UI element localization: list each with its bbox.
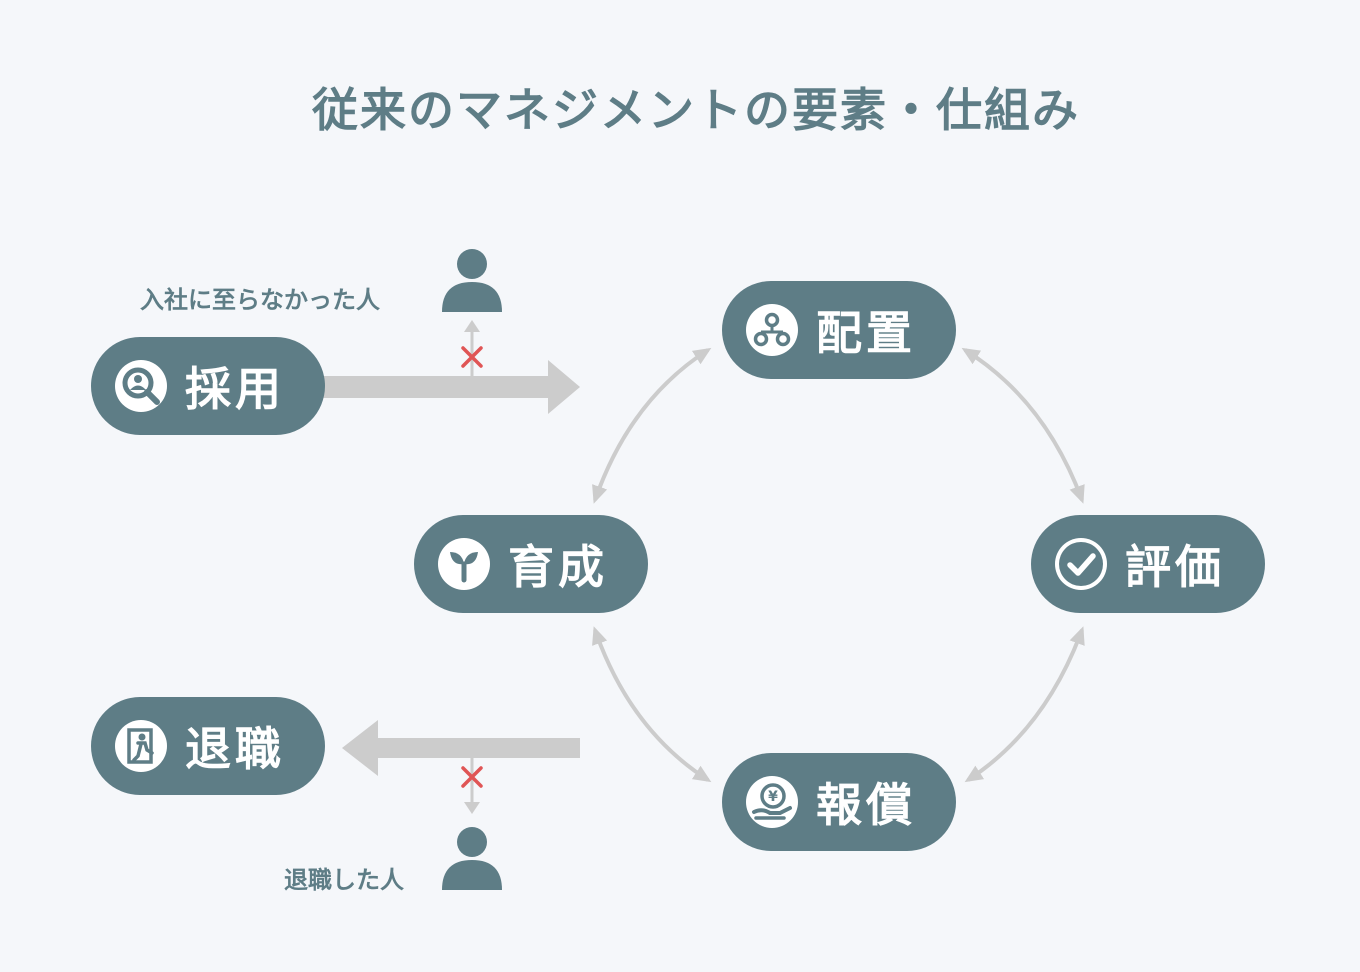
checkmark-icon [1055,538,1107,590]
not-joined-link [461,320,483,376]
not-joined-label: 入社に至らなかった人 [140,286,380,314]
node-hiring: 採用 [91,337,325,435]
node-evaluation: 評価 [1031,515,1265,613]
node-training-label: 育成 [508,540,608,594]
person-icon [442,827,502,890]
cross-icon [461,766,483,788]
exit-icon [115,720,167,772]
hiring-flow-arrow [322,360,580,414]
node-hiring-label: 採用 [185,362,285,416]
node-placement-label: 配置 [816,306,916,360]
arrow-evaluation-reward [964,626,1085,783]
yen-hand-icon: ¥ [746,776,798,828]
svg-text:¥: ¥ [768,789,778,805]
arrow-reward-training [592,626,712,783]
arrow-placement-evaluation [961,347,1085,504]
node-reward-label: 報償 [816,778,916,832]
page-title: 従来のマネジメントの要素・仕組み [312,83,1080,137]
node-resignation-label: 退職 [185,722,285,776]
cross-icon [461,346,483,368]
sprout-icon [438,538,490,590]
search-person-icon [115,360,167,412]
node-resignation: 退職 [91,697,325,795]
org-chart-icon [746,304,798,356]
node-reward: ¥ 報償 [722,753,956,851]
node-training: 育成 [414,515,648,613]
node-evaluation-label: 評価 [1125,540,1225,594]
person-icon [442,249,502,312]
arrow-training-placement [592,347,712,504]
resigned-label: 退職した人 [284,866,404,894]
node-placement: 配置 [722,281,956,379]
resignation-flow-arrow [342,720,580,776]
resigned-link [461,758,483,814]
